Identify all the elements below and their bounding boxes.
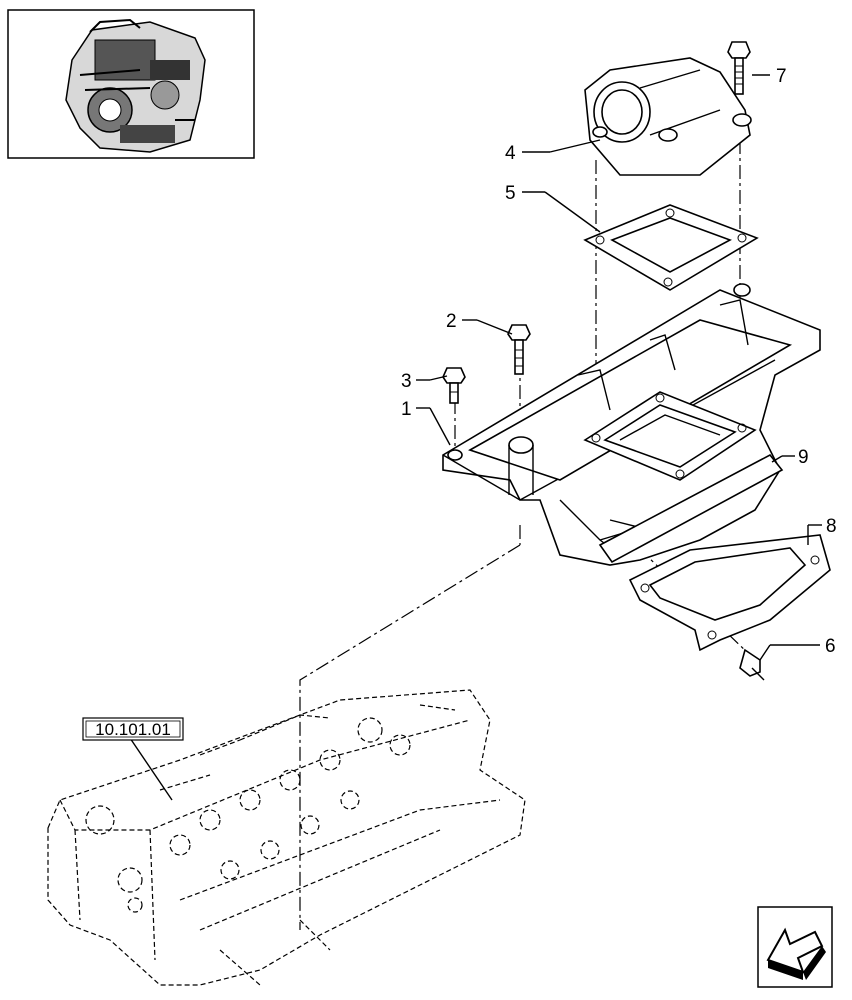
- callout-2[interactable]: 2: [446, 311, 457, 332]
- gasket-5[interactable]: [583, 204, 759, 291]
- leader-lines: [129, 74, 822, 801]
- bolt-3[interactable]: [442, 367, 466, 404]
- intake-manifold-1[interactable]: [442, 283, 821, 566]
- back-arrow-icon: [766, 927, 826, 980]
- callout-4[interactable]: 4: [505, 143, 516, 164]
- callout-9[interactable]: 9: [798, 447, 809, 468]
- engine-thumbnail-icon: [65, 18, 206, 153]
- callout-3[interactable]: 3: [401, 371, 412, 392]
- gasket-9[interactable]: [598, 453, 784, 564]
- cylinder-head-reference: [47, 689, 526, 986]
- callout-8[interactable]: 8: [826, 516, 837, 537]
- reference-10-101-01[interactable]: 10.101.01: [82, 717, 184, 741]
- bolt-6[interactable]: [739, 648, 765, 681]
- callout-1[interactable]: 1: [401, 399, 412, 420]
- callout-7[interactable]: 7: [776, 66, 787, 87]
- engine-thumbnail[interactable]: [7, 9, 255, 159]
- callout-5[interactable]: 5: [505, 183, 516, 204]
- back-arrow-button[interactable]: [757, 906, 833, 988]
- reference-label: 10.101.01: [95, 720, 171, 739]
- elbow-cover-4[interactable]: [584, 57, 752, 176]
- bolt-2[interactable]: [507, 324, 531, 375]
- bolt-7[interactable]: [727, 41, 751, 95]
- gasket-plate-8[interactable]: [628, 534, 831, 652]
- callout-6[interactable]: 6: [825, 636, 836, 657]
